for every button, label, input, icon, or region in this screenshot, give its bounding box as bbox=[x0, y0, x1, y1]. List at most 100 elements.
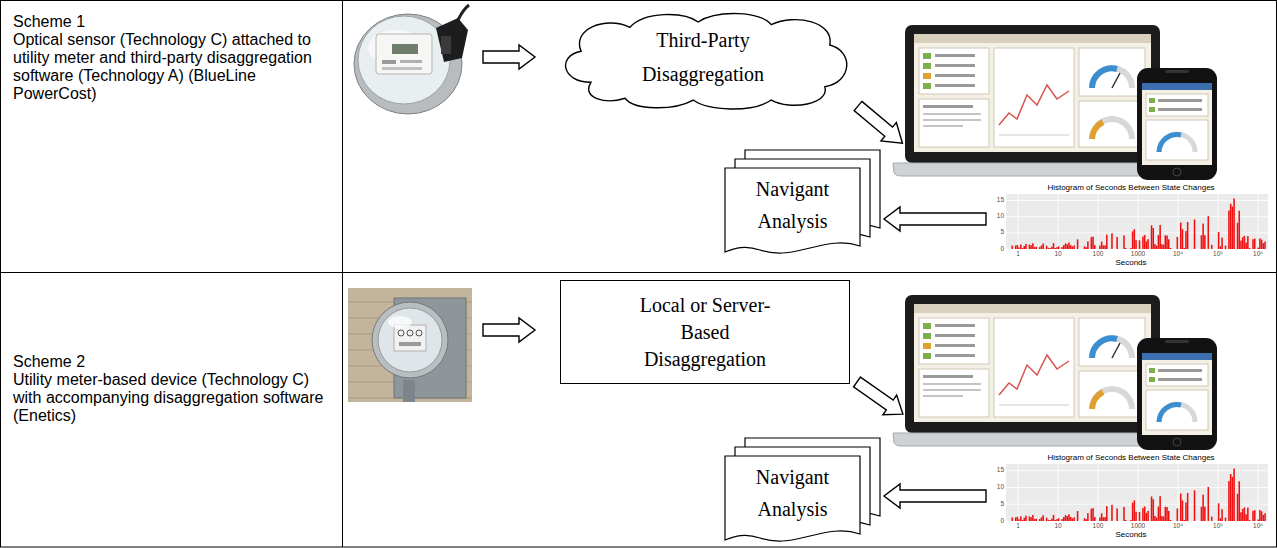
histogram-bar bbox=[1158, 507, 1160, 521]
histogram-bar bbox=[1025, 516, 1027, 521]
laptop-phone-dashboard bbox=[923, 53, 931, 59]
histogram-bar bbox=[1061, 247, 1063, 249]
laptop-phone-dashboard bbox=[935, 54, 975, 57]
grid-line bbox=[1098, 464, 1099, 521]
process-label: Local or Server-Based Disaggregation bbox=[632, 292, 778, 373]
laptop-phone-dashboard bbox=[1092, 119, 1132, 139]
histogram-bar bbox=[1066, 516, 1068, 521]
histogram-bar bbox=[1034, 247, 1036, 249]
grid-line bbox=[1138, 194, 1139, 249]
histogram-bar bbox=[1046, 518, 1048, 521]
grid-line bbox=[1006, 200, 1268, 201]
histogram-bar bbox=[1054, 248, 1056, 249]
histogram-bar bbox=[1048, 520, 1050, 521]
histogram-bar bbox=[1135, 240, 1137, 249]
histogram-bar bbox=[1263, 243, 1265, 249]
laptop-phone-dashboard bbox=[935, 64, 975, 67]
laptop-phone-dashboard bbox=[1149, 107, 1155, 112]
laptop-phone-dashboard bbox=[935, 74, 975, 77]
laptop-phone-dashboard bbox=[893, 25, 1217, 180]
histogram-bar bbox=[1257, 520, 1259, 521]
scheme-heading: Scheme 2 bbox=[13, 353, 330, 371]
histogram-bar bbox=[1135, 512, 1137, 521]
hollow-arrow bbox=[483, 45, 535, 69]
axis-tick-label: 1000 bbox=[1126, 250, 1150, 258]
histogram-bar bbox=[1053, 515, 1055, 521]
text-block: Third-Party Disaggregation bbox=[628, 23, 778, 91]
axis-tick-label: 15 bbox=[991, 466, 1004, 474]
grid-line bbox=[1018, 464, 1019, 521]
utility-meter-optical-sensor bbox=[354, 5, 469, 114]
histogram-bar bbox=[1116, 508, 1118, 521]
histogram-bar bbox=[1142, 508, 1144, 521]
utility-meter-photo bbox=[394, 325, 426, 351]
histogram-bar bbox=[1146, 241, 1148, 249]
utility-meter-photo bbox=[403, 380, 415, 402]
histogram-bar bbox=[1220, 246, 1222, 249]
document-stack: Navigant Analysis bbox=[725, 150, 880, 256]
histogram-bar bbox=[1015, 246, 1017, 249]
histogram-bar bbox=[1032, 243, 1034, 249]
axis-tick-label: 1000 bbox=[1126, 522, 1150, 530]
laptop-phone-dashboard bbox=[1146, 94, 1208, 116]
histogram-bar bbox=[1247, 508, 1249, 521]
utility-meter-photo bbox=[388, 316, 412, 328]
laptop-phone-dashboard bbox=[914, 34, 1151, 43]
histogram-bar bbox=[1159, 496, 1161, 521]
grid-line bbox=[1218, 464, 1219, 521]
laptop-phone-dashboard bbox=[1092, 122, 1103, 139]
histogram-bar bbox=[1221, 238, 1223, 249]
process-label: Third-Party Disaggregation bbox=[628, 23, 778, 91]
table-grid bbox=[1, 272, 1277, 273]
histogram-bar bbox=[1048, 248, 1050, 249]
histogram-bar bbox=[1151, 225, 1153, 249]
histogram-bar bbox=[1049, 248, 1051, 249]
histogram-bar bbox=[1177, 508, 1179, 521]
histogram-bar bbox=[1204, 507, 1206, 521]
histogram-bar bbox=[1123, 507, 1125, 521]
histogram-bar bbox=[1065, 243, 1067, 249]
histogram-bar bbox=[1147, 511, 1149, 521]
utility-meter-photo bbox=[378, 308, 442, 372]
histogram-bar bbox=[1101, 242, 1103, 249]
axis-tick-label: 10 bbox=[1046, 250, 1070, 258]
hollow-arrow bbox=[850, 372, 910, 424]
axis-tick-label: 10 bbox=[991, 212, 1004, 220]
text-block: Scheme 2Utility meter-based device (Tech… bbox=[13, 353, 330, 425]
grid-line bbox=[1258, 464, 1259, 521]
chart-title: Histogram of Seconds Between State Chang… bbox=[1047, 453, 1214, 463]
histogram-bar bbox=[1228, 481, 1230, 521]
histogram-bar bbox=[1183, 520, 1185, 521]
laptop-phone-dashboard bbox=[914, 34, 1151, 152]
histogram-bar bbox=[1023, 246, 1025, 249]
utility-meter-photo bbox=[407, 330, 413, 336]
histogram-bar bbox=[1261, 511, 1263, 521]
histogram-bar bbox=[1132, 503, 1134, 521]
utility-meter-photo bbox=[372, 302, 448, 378]
histogram-bar bbox=[1039, 247, 1041, 249]
axis-tick-label: 10 bbox=[1046, 522, 1070, 530]
histogram-bar bbox=[1011, 246, 1013, 249]
utility-meter-photo bbox=[416, 330, 422, 336]
document-stack: Navigant Analysis bbox=[725, 438, 880, 544]
document-shape bbox=[725, 150, 880, 256]
histogram-bar bbox=[1185, 502, 1187, 521]
laptop-phone-dashboard bbox=[893, 163, 1172, 176]
laptop-phone-dashboard bbox=[1137, 68, 1217, 180]
scheme-cell: Scheme 1Optical sensor (Technology C) at… bbox=[1, 1, 342, 272]
histogram-bar bbox=[1058, 246, 1060, 249]
histogram-bar bbox=[1065, 515, 1067, 521]
cloud-outline bbox=[566, 14, 847, 109]
histogram-bar bbox=[1032, 515, 1034, 521]
chart-title: Histogram of Seconds Between State Chang… bbox=[1047, 183, 1214, 193]
histogram-bar bbox=[1073, 245, 1075, 249]
laptop-phone-dashboard bbox=[999, 85, 1069, 125]
histogram-bar bbox=[1049, 520, 1051, 521]
hollow-arrow-connector bbox=[884, 207, 986, 231]
histogram-bar bbox=[1085, 247, 1087, 249]
histogram-bar bbox=[1068, 514, 1070, 521]
histogram-bar bbox=[1170, 248, 1172, 249]
histogram-bar bbox=[1261, 240, 1263, 249]
histogram-bar bbox=[1070, 517, 1072, 521]
